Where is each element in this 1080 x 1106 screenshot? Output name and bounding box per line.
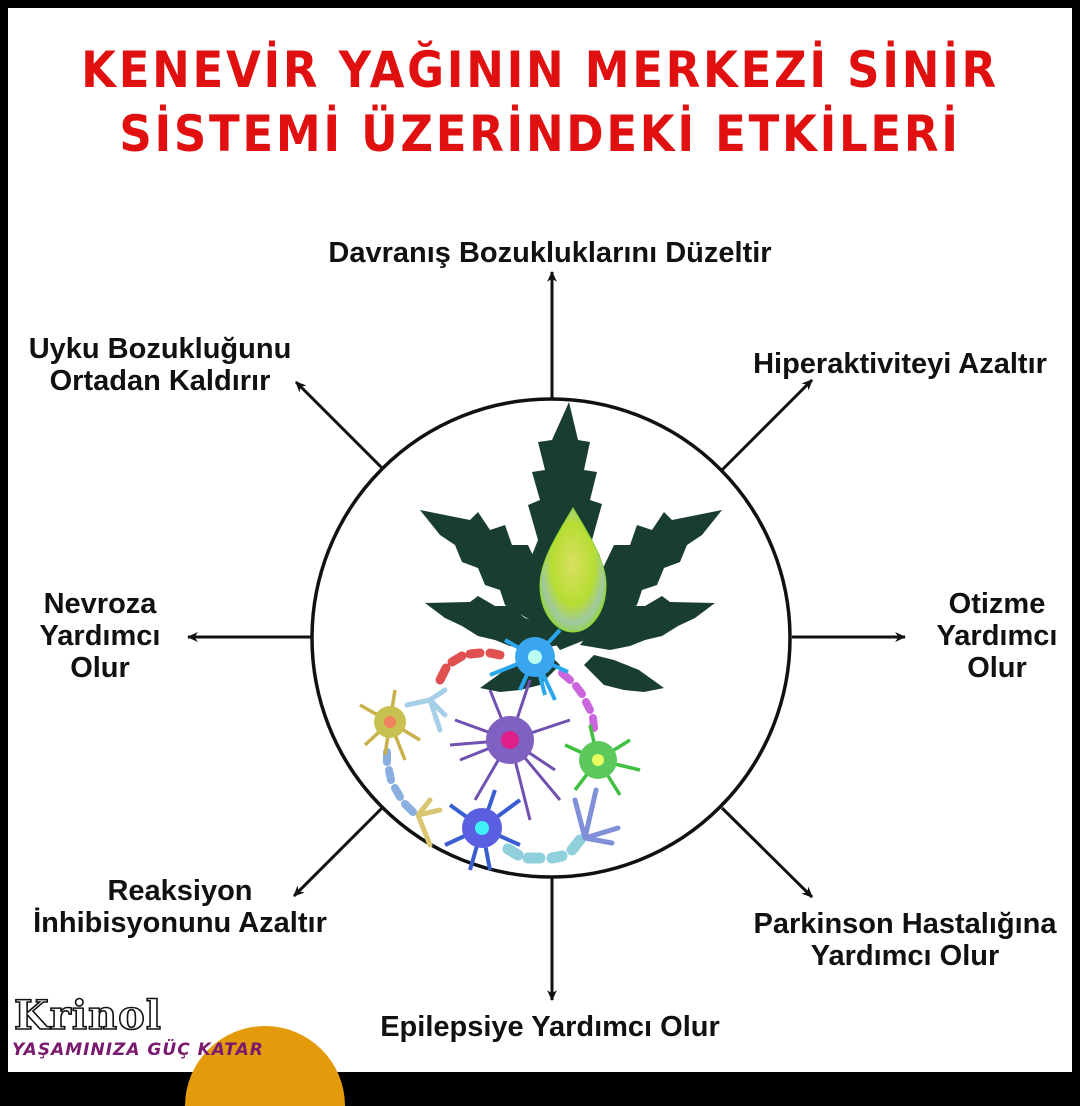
effect-label-top-left: Uyku Bozukluğunu Ortadan Kaldırır: [28, 333, 292, 397]
effects-diagram: [186, 270, 907, 1002]
oil-drop-icon: [539, 507, 607, 633]
logo-name: Krinol: [13, 991, 162, 1040]
brand-logo: Krinol YAŞAMINIZA GÜÇ KATAR: [10, 991, 345, 1106]
title-line-1: KENEVİR YAĞININ MERKEZİ SİNİR: [81, 41, 999, 99]
title-line-2: SİSTEMİ ÜZERİNDEKİ ETKİLERİ: [119, 105, 961, 163]
neurons-illustration: [359, 628, 641, 871]
effect-label-bottom-right: Parkinson Hastalığına Yardımcı Olur: [753, 908, 1057, 972]
arrow-bottom-right: [720, 806, 814, 899]
effect-label-right: Otizme Yardımcı Olur: [936, 588, 1058, 684]
arrow-bottom-left: [292, 806, 384, 898]
arrow-top-right: [720, 378, 814, 472]
effect-label-top: Davranış Bozukluklarını Düzeltir: [328, 237, 772, 269]
effect-label-bottom: Epilepsiye Yardımcı Olur: [380, 1011, 720, 1043]
effect-label-left: Nevroza Yardımcı Olur: [39, 588, 161, 684]
logo-tagline: YAŞAMINIZA GÜÇ KATAR: [12, 1040, 264, 1060]
effect-label-bottom-left: Reaksiyon İnhibisyonunu Azaltır: [33, 875, 327, 939]
arrow-top-left: [294, 380, 384, 470]
page-title: KENEVİR YAĞININ MERKEZİ SİNİR SİSTEMİ ÜZ…: [54, 38, 1026, 166]
effect-label-top-right: Hiperaktiviteyi Azaltır: [753, 348, 1047, 380]
